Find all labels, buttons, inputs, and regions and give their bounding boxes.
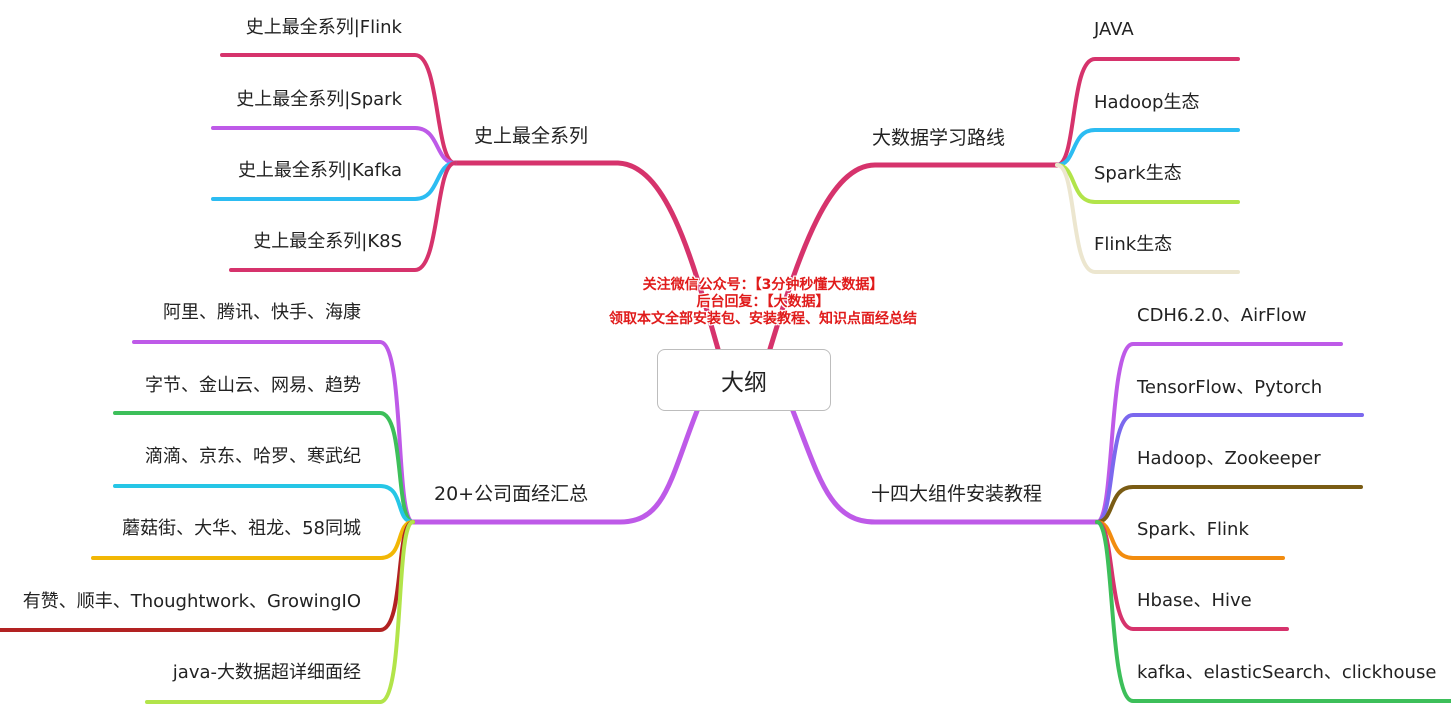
connector-route-child-1 <box>1055 57 1240 167</box>
interview-child-1[interactable]: 阿里、腾讯、快手、海康 <box>163 302 361 323</box>
route-child-hadoop[interactable]: Hadoop生态 <box>1094 92 1200 113</box>
root-label: 大纲 <box>721 370 767 396</box>
connector-interview-child-1 <box>132 340 415 524</box>
connector-series-child-1 <box>220 53 457 165</box>
install-child-2[interactable]: TensorFlow、Pytorch <box>1137 377 1323 398</box>
connector-series-child-2 <box>211 126 457 165</box>
install-child-6[interactable]: kafka、elasticSearch、clickhouse <box>1137 662 1437 683</box>
connector-interview <box>410 408 700 525</box>
install-child-1[interactable]: CDH6.2.0、AirFlow <box>1137 305 1307 326</box>
series-child-flink[interactable]: 史上最全系列|Flink <box>245 17 402 38</box>
promo-line-3: 领取本文全部安装包、安装教程、知识点面经总结 <box>609 311 917 327</box>
series-child-k8s[interactable]: 史上最全系列|K8S <box>253 231 402 252</box>
promo-overlay: 关注微信公众号：【3分钟秒懂大数据】 后台回复：【大数据】 领取本文全部安装包、… <box>540 277 986 328</box>
connector-route-child-4 <box>1055 163 1240 274</box>
interview-child-2[interactable]: 字节、金山云、网易、趋势 <box>145 375 361 396</box>
branch-install-label[interactable]: 十四大组件安装教程 <box>871 483 1043 505</box>
promo-line-2: 后台回复：【大数据】 <box>696 294 830 310</box>
connector-route-child-2 <box>1055 128 1240 167</box>
series-child-spark[interactable]: 史上最全系列|Spark <box>236 89 402 110</box>
connector-install <box>790 408 1100 525</box>
connector-series-child-4 <box>229 161 457 272</box>
install-child-5[interactable]: Hbase、Hive <box>1137 590 1252 611</box>
branch-series-label[interactable]: 史上最全系列 <box>474 125 589 147</box>
install-child-3[interactable]: Hadoop、Zookeeper <box>1137 448 1321 469</box>
interview-child-4[interactable]: 蘑菇街、大华、祖龙、58同城 <box>122 518 361 539</box>
install-child-4[interactable]: Spark、Flink <box>1137 519 1249 540</box>
connector-install-child-2 <box>1095 413 1364 524</box>
interview-child-3[interactable]: 滴滴、京东、哈罗、寒武纪 <box>145 446 361 467</box>
connector-interview-child-3 <box>113 484 415 524</box>
branch-route-label[interactable]: 大数据学习路线 <box>872 127 1006 149</box>
route-child-java[interactable]: JAVA <box>1094 19 1134 40</box>
connector-interview-child-6 <box>145 520 415 704</box>
connector-install-child-3 <box>1095 485 1363 524</box>
connector-install-child-6 <box>1095 520 1451 703</box>
route-child-flink[interactable]: Flink生态 <box>1094 234 1173 255</box>
connector-series <box>452 160 721 352</box>
promo-line-1: 关注微信公众号：【3分钟秒懂大数据】 <box>642 277 884 293</box>
branch-interview-label[interactable]: 20+公司面经汇总 <box>434 483 589 505</box>
series-child-kafka[interactable]: 史上最全系列|Kafka <box>237 160 402 181</box>
connector-interview-child-2 <box>113 411 415 524</box>
route-child-spark[interactable]: Spark生态 <box>1094 163 1182 184</box>
interview-child-6[interactable]: java-大数据超详细面经 <box>172 662 361 683</box>
interview-child-5[interactable]: 有赞、顺丰、Thoughtwork、GrowingIO <box>22 591 361 612</box>
connector-install-child-1 <box>1095 342 1343 524</box>
connector-route <box>767 162 1060 352</box>
root-node[interactable]: 大纲 <box>657 349 831 411</box>
